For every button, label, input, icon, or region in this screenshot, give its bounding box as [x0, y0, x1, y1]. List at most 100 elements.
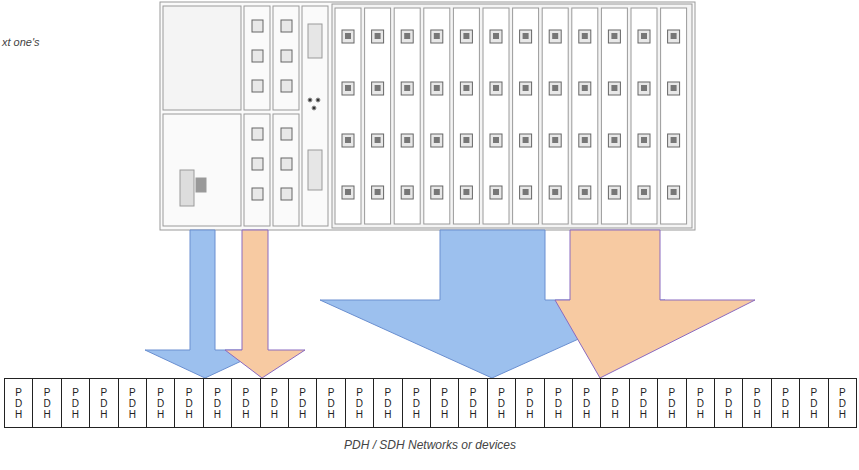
- pdh-box: P D H: [32, 378, 61, 428]
- port: [281, 158, 292, 170]
- box-text: P D H: [611, 387, 619, 420]
- port-socket: [345, 189, 351, 195]
- port-socket: [582, 189, 588, 195]
- box-text: P D H: [213, 387, 221, 420]
- port: [372, 134, 384, 147]
- line-card: [631, 8, 657, 224]
- port: [252, 128, 263, 140]
- port: [431, 30, 443, 43]
- port: [549, 134, 561, 147]
- port-socket: [463, 85, 469, 91]
- box-text: P D H: [185, 387, 193, 420]
- port: [638, 30, 650, 43]
- pdh-box: P D H: [600, 378, 629, 428]
- pdh-box: P D H: [260, 378, 289, 428]
- line-card: [542, 8, 568, 224]
- port: [549, 30, 561, 43]
- box-text: P D H: [270, 387, 278, 420]
- pdh-box: P D H: [686, 378, 715, 428]
- port: [252, 188, 263, 200]
- box-text: P D H: [838, 387, 846, 420]
- port: [668, 30, 680, 43]
- flow-arrows: [145, 230, 755, 378]
- pdh-box: P D H: [430, 378, 459, 428]
- box-text: P D H: [554, 387, 562, 420]
- box-text: P D H: [725, 387, 733, 420]
- box-text: P D H: [384, 387, 392, 420]
- pdh-box: P D H: [118, 378, 147, 428]
- connector: [308, 24, 322, 58]
- port-socket: [523, 85, 529, 91]
- box-text: P D H: [71, 387, 79, 420]
- pdh-box: P D H: [61, 378, 90, 428]
- led: [308, 98, 312, 102]
- port-socket: [404, 85, 410, 91]
- port: [608, 82, 620, 95]
- line-card: [483, 8, 509, 224]
- port-socket: [523, 33, 529, 39]
- port: [668, 134, 680, 147]
- box-text: P D H: [355, 387, 363, 420]
- port-socket: [345, 33, 351, 39]
- pdh-box: P D H: [771, 378, 800, 428]
- port: [668, 82, 680, 95]
- port: [252, 20, 263, 32]
- port-socket: [463, 33, 469, 39]
- led: [312, 106, 316, 110]
- box-text: P D H: [412, 387, 420, 420]
- port-socket: [523, 189, 529, 195]
- port: [490, 134, 502, 147]
- port-socket: [493, 85, 499, 91]
- port: [490, 30, 502, 43]
- port-socket: [611, 33, 617, 39]
- port-socket: [375, 137, 381, 143]
- box-text: P D H: [526, 387, 534, 420]
- port-socket: [552, 189, 558, 195]
- box-text: P D H: [668, 387, 676, 420]
- box-text: P D H: [469, 387, 477, 420]
- pdh-box: P D H: [828, 378, 857, 428]
- port-socket: [641, 137, 647, 143]
- box-text: P D H: [497, 387, 505, 420]
- chassis-outline: [160, 2, 695, 230]
- line-card: [335, 8, 361, 224]
- port-socket: [671, 33, 677, 39]
- port: [196, 178, 206, 192]
- port-socket: [671, 137, 677, 143]
- port: [252, 80, 263, 92]
- port: [608, 30, 620, 43]
- port: [520, 134, 532, 147]
- line-card: [601, 8, 627, 224]
- port: [372, 186, 384, 199]
- box-text: P D H: [810, 387, 818, 420]
- port-socket: [523, 137, 529, 143]
- line-card: [661, 8, 687, 224]
- box-text: P D H: [242, 387, 250, 420]
- port-socket: [404, 33, 410, 39]
- led: [316, 98, 320, 102]
- interface-card: [273, 6, 299, 110]
- port: [579, 30, 591, 43]
- port: [372, 82, 384, 95]
- port-socket: [641, 189, 647, 195]
- port-socket: [493, 189, 499, 195]
- port-socket: [345, 137, 351, 143]
- box-text: P D H: [43, 387, 51, 420]
- port-socket: [582, 137, 588, 143]
- port-socket: [434, 33, 440, 39]
- port: [579, 134, 591, 147]
- note-text: xt one's: [2, 36, 40, 48]
- orange-arrow: [555, 230, 755, 378]
- pdh-box: P D H: [203, 378, 232, 428]
- port-socket: [493, 137, 499, 143]
- port: [401, 82, 413, 95]
- pdh-box: P D H: [629, 378, 658, 428]
- port: [549, 186, 561, 199]
- port: [579, 186, 591, 199]
- port-socket: [434, 189, 440, 195]
- port: [281, 128, 292, 140]
- pdh-box: P D H: [89, 378, 118, 428]
- port-socket: [345, 85, 351, 91]
- interface-card: [244, 6, 270, 110]
